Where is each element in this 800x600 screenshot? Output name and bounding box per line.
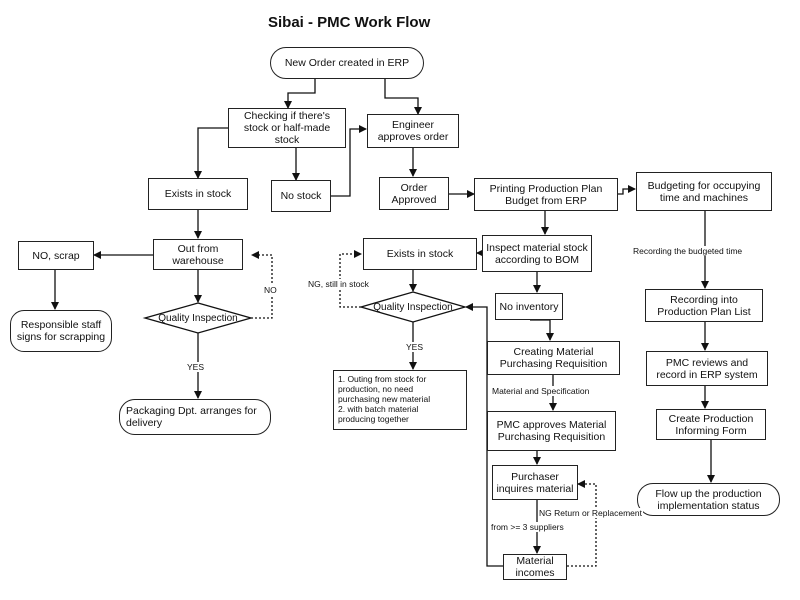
node-purchaser-inquires[interactable]: Purchaser inquires material <box>492 465 578 500</box>
node-inspect-material-label: Inspect material stock according to BOM <box>486 241 588 266</box>
node-staff-signs[interactable]: Responsible staff signs for scrapping <box>10 310 112 352</box>
node-pmc-approves[interactable]: PMC approves Material Purchasing Requisi… <box>487 411 616 451</box>
node-budgeting-label: Budgeting for occupying time and machine… <box>647 179 761 204</box>
node-material-incomes-label: Material incomes <box>515 555 555 579</box>
node-create-form[interactable]: Create Production Informing Form <box>656 409 766 440</box>
edge-label-from-suppliers: from >= 3 suppliers <box>490 522 565 532</box>
node-budgeting[interactable]: Budgeting for occupying time and machine… <box>636 172 772 211</box>
node-material-incomes[interactable]: Material incomes <box>503 554 567 580</box>
node-no-stock-label: No stock <box>280 190 322 202</box>
node-packaging-label: Packaging Dpt. arranges for delivery <box>126 405 257 429</box>
node-checking-stock-label: Checking if there's stock or half-made s… <box>243 110 331 146</box>
note-line: production, no need <box>338 384 414 394</box>
edge-label-yes-mid: YES <box>405 342 425 352</box>
node-out-from-warehouse[interactable]: Out from warehouse <box>153 239 243 270</box>
note-line: producing together <box>338 414 409 424</box>
node-out-from-warehouse-label: Out from warehouse <box>172 242 224 267</box>
node-inspect-material[interactable]: Inspect material stock according to BOM <box>482 235 592 272</box>
node-order-approved[interactable]: Order Approved <box>379 177 449 210</box>
note-line: 2. with batch material <box>338 404 419 414</box>
node-creating-requisition[interactable]: Creating Material Purchasing Requisition <box>487 341 620 375</box>
node-new-order[interactable]: New Order created in ERP <box>270 47 424 79</box>
node-no-scrap-label: NO, scrap <box>32 249 80 262</box>
node-exists-in-stock-mid[interactable]: Exists in stock <box>363 238 477 270</box>
node-pmc-reviews-label: PMC reviews and record in ERP system <box>656 356 758 381</box>
node-pmc-reviews[interactable]: PMC reviews and record in ERP system <box>646 351 768 386</box>
node-recording-plan-label: Recording into Production Plan List <box>657 293 751 318</box>
node-engineer-approves-label: Engineer approves order <box>377 119 449 143</box>
node-purchaser-inquires-label: Purchaser inquires material <box>496 470 574 495</box>
node-packaging[interactable]: Packaging Dpt. arranges for delivery <box>119 399 271 435</box>
node-exists-in-stock-left[interactable]: Exists in stock <box>148 178 248 210</box>
decision-quality-left-label: Quality Inspection <box>158 312 238 324</box>
node-recording-plan[interactable]: Recording into Production Plan List <box>645 289 763 322</box>
edge-label-ng-return: NG Return or Replacement <box>538 508 643 518</box>
page-title: Sibai - PMC Work Flow <box>268 14 431 31</box>
node-exists-in-stock-mid-label: Exists in stock <box>386 248 454 260</box>
node-flow-up-label: Flow up the production implementation st… <box>655 487 762 512</box>
edge-label-material-spec: Material and Specification <box>491 386 591 396</box>
node-pmc-approves-label: PMC approves Material Purchasing Requisi… <box>496 419 607 443</box>
node-new-order-label: New Order created in ERP <box>284 57 410 69</box>
node-no-inventory[interactable]: No inventory <box>495 293 563 320</box>
node-exists-in-stock-left-label: Exists in stock <box>164 188 232 200</box>
edge-label-no: NO <box>263 285 278 295</box>
node-no-scrap[interactable]: NO, scrap <box>18 241 94 270</box>
node-order-approved-label: Order Approved <box>391 181 437 206</box>
edge-label-yes-left: YES <box>186 362 206 372</box>
node-staff-signs-label: Responsible staff signs for scrapping <box>16 319 106 343</box>
decision-quality-mid-label: Quality Inspection <box>373 301 453 313</box>
node-printing-budget-label: Printing Production Plan Budget from ERP <box>489 182 603 207</box>
edge-label-ng-still: NG, still in stock <box>307 279 370 289</box>
note-line: 1. Outing from stock for <box>338 374 427 384</box>
node-printing-budget[interactable]: Printing Production Plan Budget from ERP <box>474 178 618 211</box>
node-engineer-approves[interactable]: Engineer approves order <box>367 114 459 148</box>
node-no-inventory-label: No inventory <box>499 300 559 313</box>
edge-label-recording-budgeted: Recording the budgeted time <box>632 246 744 256</box>
node-no-stock[interactable]: No stock <box>271 180 331 212</box>
node-checking-stock[interactable]: Checking if there's stock or half-made s… <box>228 108 346 148</box>
node-creating-requisition-label: Creating Material Purchasing Requisition <box>499 346 608 370</box>
note-outing-from-stock: 1. Outing from stock for production, no … <box>333 370 467 430</box>
node-flow-up[interactable]: Flow up the production implementation st… <box>637 483 780 516</box>
note-line: purchasing new material <box>338 394 431 404</box>
node-create-form-label: Create Production Informing Form <box>668 412 754 437</box>
